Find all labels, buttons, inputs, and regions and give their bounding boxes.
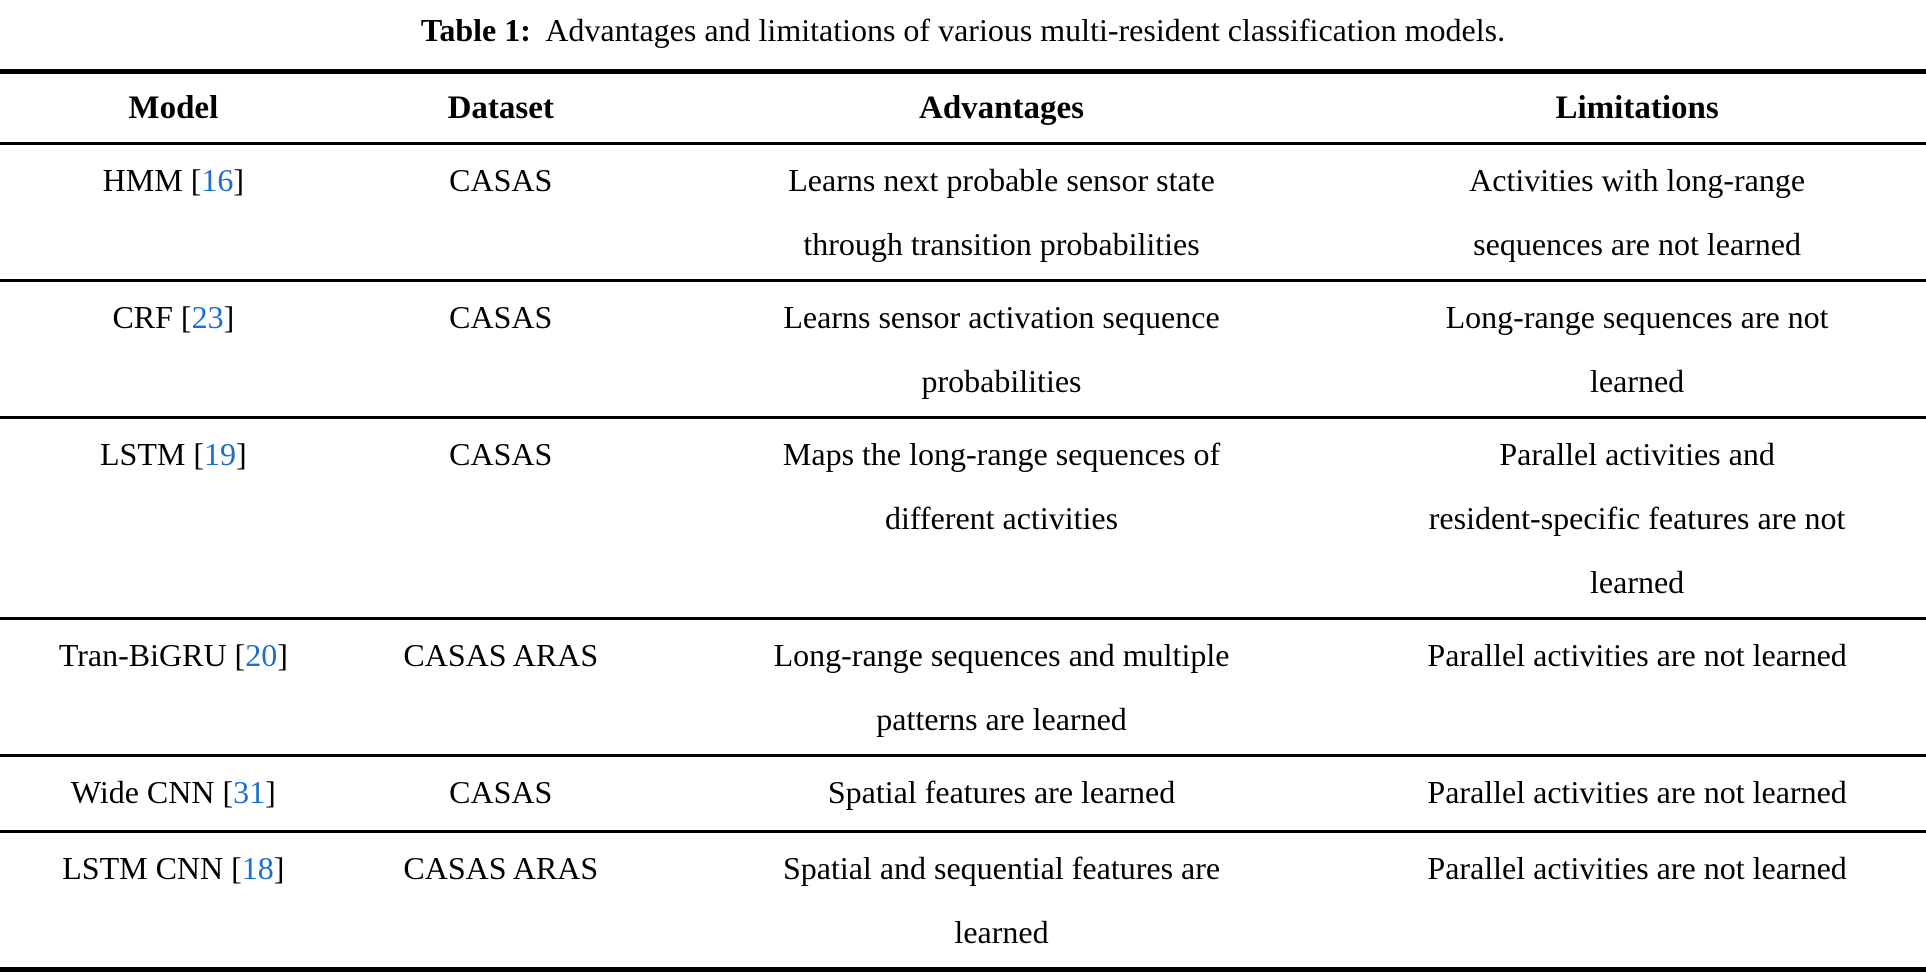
column-header-model: Model xyxy=(128,89,219,126)
advantages-cell: Spatial features are learned xyxy=(827,774,1176,810)
models-comparison-table: Model Dataset Advantages Limitations HMM… xyxy=(0,69,1926,972)
limitations-cell: Parallel activities are not learned xyxy=(1427,637,1847,673)
citation-close-bracket: ] xyxy=(265,774,276,810)
citation-link[interactable]: 18 xyxy=(241,850,274,886)
limitations-cell: Long-range sequences are not learned xyxy=(1445,299,1829,399)
table-row: CRF[23] CASAS Learns sensor activation s… xyxy=(0,281,1926,418)
table-caption-text: Advantages and limitations of various mu… xyxy=(545,12,1506,48)
dataset-cell: CASAS xyxy=(449,774,553,810)
citation-link[interactable]: 19 xyxy=(204,436,236,472)
citation-close-bracket: ] xyxy=(233,162,244,198)
model-name: CRF xyxy=(112,299,173,335)
header-row: Model Dataset Advantages Limitations xyxy=(0,72,1926,144)
model-cell: Wide CNN[31] xyxy=(0,756,347,832)
citation: [16] xyxy=(191,162,244,198)
model-name: LSTM xyxy=(100,436,186,472)
advantages-cell: Learns next probable sensor state throug… xyxy=(788,162,1215,262)
column-header-limitations: Limitations xyxy=(1555,89,1719,126)
citation-open-bracket: [ xyxy=(234,637,246,673)
limitations-cell: Parallel activities are not learned xyxy=(1427,774,1847,810)
dataset-cell: CASAS ARAS xyxy=(403,850,599,886)
table-row: Tran-BiGRU[20] CASAS ARAS Long-range seq… xyxy=(0,619,1926,756)
model-name: LSTM CNN xyxy=(62,850,224,886)
limitations-cell: Parallel activities and resident-specifi… xyxy=(1428,436,1846,600)
citation: [19] xyxy=(193,436,246,472)
dataset-cell: CASAS ARAS xyxy=(403,637,599,673)
model-name: Wide CNN xyxy=(70,774,215,810)
advantages-cell: Spatial and sequential features are lear… xyxy=(782,850,1221,950)
citation-open-bracket: [ xyxy=(222,774,234,810)
citation-open-bracket: [ xyxy=(180,299,192,335)
citation-link[interactable]: 31 xyxy=(233,774,266,810)
column-header-dataset: Dataset xyxy=(447,89,554,126)
advantages-cell: Long-range sequences and multiple patter… xyxy=(773,637,1230,737)
model-name: Tran-BiGRU xyxy=(58,637,227,673)
citation-link[interactable]: 20 xyxy=(245,637,278,673)
citation-close-bracket: ] xyxy=(273,850,285,886)
citation-link[interactable]: 23 xyxy=(191,299,224,335)
table-caption: Table 1: Advantages and limitations of va… xyxy=(0,0,1926,50)
limitations-cell: Parallel activities are not learned xyxy=(1427,850,1847,886)
column-header-advantages: Advantages xyxy=(918,89,1085,126)
citation: [23] xyxy=(181,299,234,335)
dataset-cell: CASAS xyxy=(449,162,553,198)
citation-open-bracket: [ xyxy=(193,436,204,472)
citation-open-bracket: [ xyxy=(231,850,242,886)
advantages-cell: Learns sensor activation sequence probab… xyxy=(783,299,1220,399)
citation-open-bracket: [ xyxy=(190,162,202,198)
model-cell: Tran-BiGRU[20] xyxy=(0,619,347,756)
advantages-cell: Maps the long-range sequences of differe… xyxy=(782,436,1221,536)
dataset-cell: CASAS xyxy=(449,299,553,335)
table-row: HMM[16] CASAS Learns next probable senso… xyxy=(0,144,1926,281)
limitations-cell: Activities with long-range sequences are… xyxy=(1469,162,1806,262)
model-cell: LSTM CNN[18] xyxy=(0,832,347,970)
model-name: HMM xyxy=(102,162,183,198)
citation-close-bracket: ] xyxy=(236,436,247,472)
table-row: LSTM[19] CASAS Maps the long-range seque… xyxy=(0,418,1926,619)
citation: [20] xyxy=(235,637,288,673)
model-cell: CRF[23] xyxy=(0,281,347,418)
table-row: Wide CNN[31] CASAS Spatial features are … xyxy=(0,756,1926,832)
citation: [18] xyxy=(231,850,284,886)
model-cell: LSTM[19] xyxy=(0,418,347,619)
citation-link[interactable]: 16 xyxy=(201,162,234,198)
citation: [31] xyxy=(222,774,275,810)
dataset-cell: CASAS xyxy=(449,436,553,472)
citation-close-bracket: ] xyxy=(223,299,235,335)
table-row: LSTM CNN[18] CASAS ARAS Spatial and sequ… xyxy=(0,832,1926,970)
table-caption-label: Table 1: xyxy=(420,12,531,48)
citation-close-bracket: ] xyxy=(277,637,288,673)
model-cell: HMM[16] xyxy=(0,144,347,281)
